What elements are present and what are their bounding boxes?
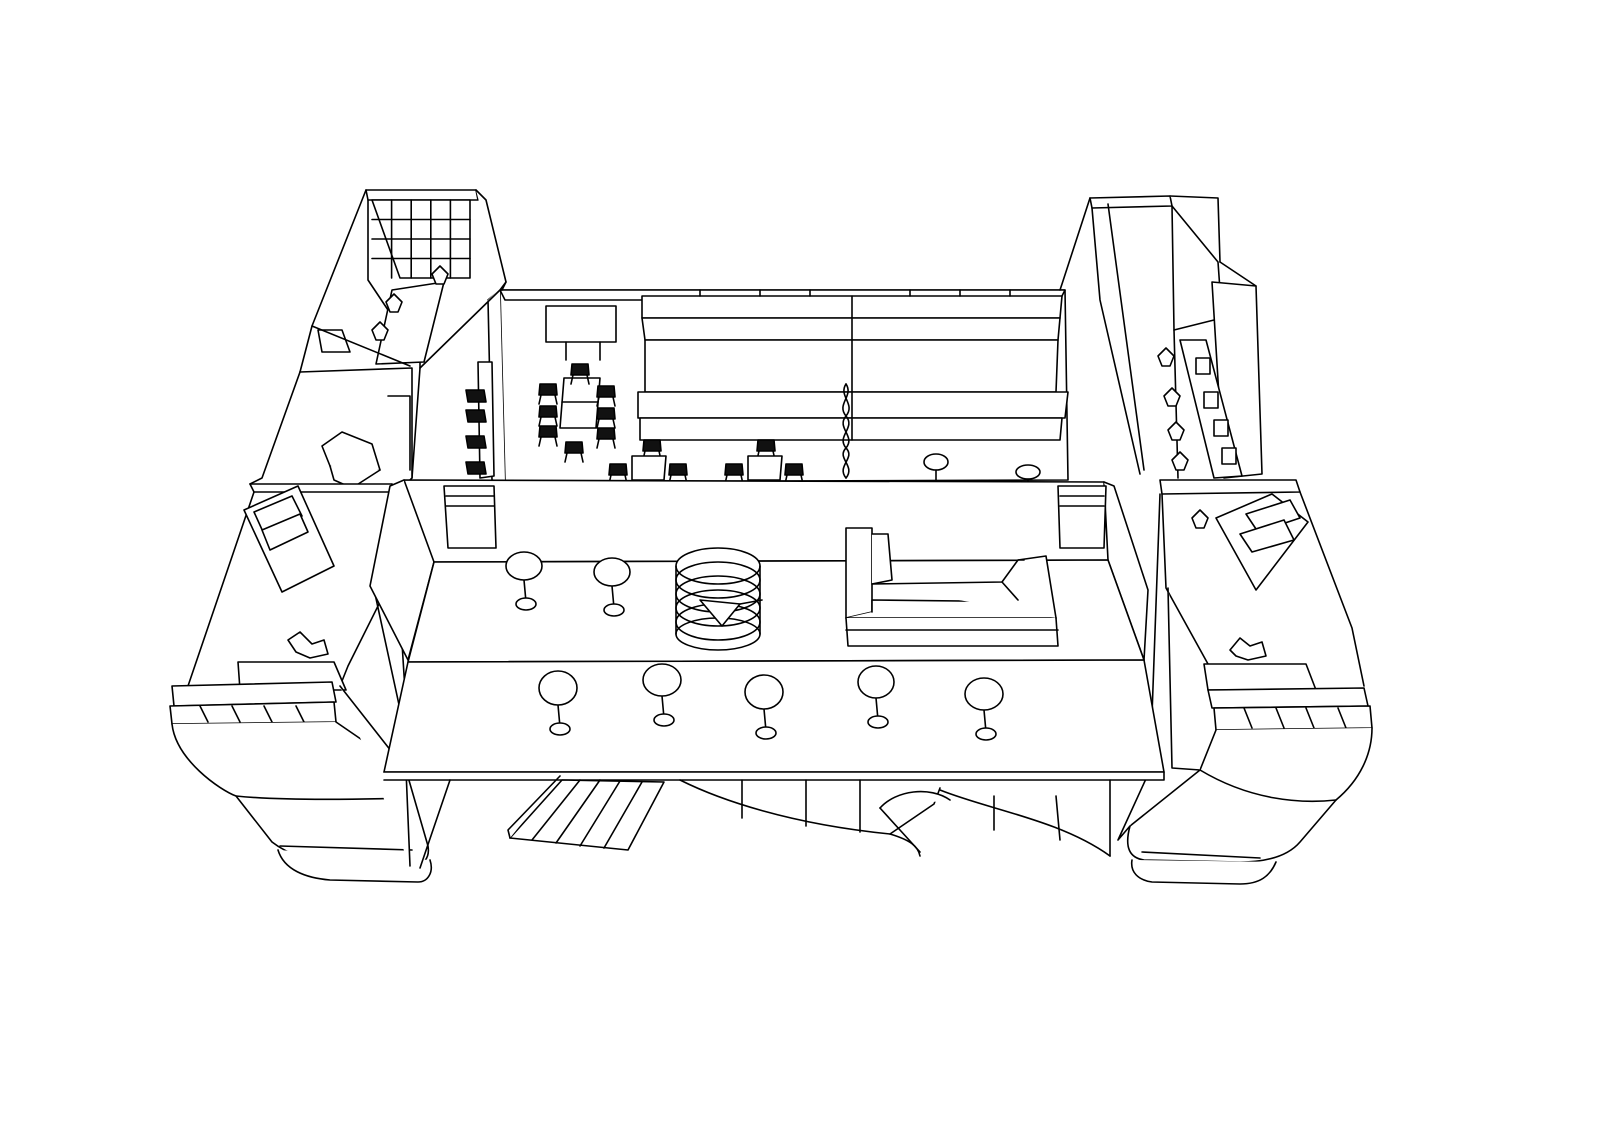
computer-monitor [1221, 447, 1237, 465]
chair [465, 461, 487, 475]
l-shaped-sofa [845, 527, 1059, 647]
chair [608, 463, 628, 485]
stepped-seating [637, 289, 1069, 441]
chair [642, 439, 662, 461]
computer-monitor [1203, 391, 1219, 409]
small-round-tables [923, 453, 1041, 484]
office-chair [1157, 347, 1175, 367]
outdoor-ramp [507, 775, 665, 851]
chair [596, 385, 616, 407]
spiral-staircase [675, 547, 763, 651]
bar-stool [505, 551, 543, 611]
chair [538, 383, 558, 405]
office-chair [1167, 421, 1185, 441]
right-front-module [1117, 479, 1373, 885]
chair [465, 409, 487, 423]
bar-stool [642, 663, 682, 727]
office-chairs-right [1157, 347, 1209, 529]
chair [564, 441, 584, 463]
chair [465, 435, 487, 449]
computer-monitors [1195, 357, 1237, 465]
chair [538, 405, 558, 427]
left-middle-block [249, 325, 495, 513]
underside-support [419, 779, 1111, 869]
chair [570, 363, 590, 385]
chairs-left-column [465, 389, 487, 475]
bar-stool [857, 665, 895, 729]
chair [668, 463, 688, 485]
chair [596, 427, 616, 449]
dining-chairs [538, 363, 804, 485]
office-chairs-left [371, 265, 449, 341]
bar-stool [964, 677, 1004, 741]
office-chair [1171, 451, 1189, 471]
computer-monitor [1195, 357, 1211, 375]
bar-stool [593, 557, 631, 617]
office-chair [385, 293, 403, 313]
table [747, 455, 783, 481]
office-chair [431, 265, 449, 285]
office-chair [1163, 387, 1181, 407]
bar-stool [744, 674, 784, 740]
chair [596, 407, 616, 429]
office-chair [371, 321, 389, 341]
table [631, 455, 667, 481]
front-lounge-back-wall [369, 479, 1149, 661]
left-window-grid [371, 199, 471, 279]
computer-monitor [1213, 419, 1229, 437]
left-front-module [169, 483, 433, 883]
office-chair [1191, 509, 1209, 529]
screen-panel [545, 305, 617, 361]
meeting-table [559, 377, 601, 429]
chair [465, 389, 487, 403]
twisted-column [842, 383, 850, 479]
bar-stools [505, 551, 1004, 741]
right-back-block [1059, 195, 1263, 479]
bar-stool [538, 670, 578, 736]
chair [784, 463, 804, 485]
chair [538, 425, 558, 447]
